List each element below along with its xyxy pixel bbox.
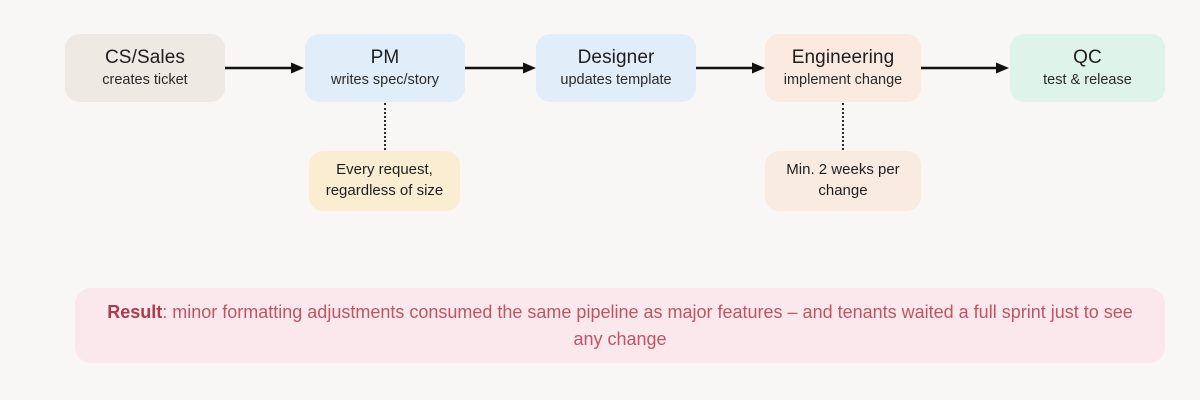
stage-title-designer: Designer [577,46,655,68]
stage-subtitle-cs-sales: creates ticket [102,71,188,88]
note-line-1: Every request, [336,161,433,179]
stage-title-engineering: Engineering [791,46,895,68]
result-description: minor formatting adjustments consumed th… [172,301,1133,349]
arrow-designer-to-engineering [696,62,765,74]
stage-box-pm[interactable]: PM writes spec/story [305,34,465,102]
note-line-1: Min. 2 weeks per [786,161,900,179]
arrow-engineering-to-qc [921,62,1009,74]
arrow-cs-sales-to-pm [225,62,304,74]
arrow-pm-to-designer [465,62,536,74]
result-separator: : [162,301,173,322]
stage-box-engineering[interactable]: Engineering implement change [765,34,921,102]
note-text-every-request: Every request, regardless of size [326,160,444,201]
note-line-2: change [818,182,868,199]
stage-subtitle-qc: test & release [1043,71,1132,88]
result-banner: Result: minor formatting adjustments con… [75,288,1165,363]
stage-subtitle-designer: updates template [560,71,672,88]
result-banner-text: Result: minor formatting adjustments con… [101,299,1139,353]
stage-box-cs-sales[interactable]: CS/Sales creates ticket [65,34,225,102]
note-box-every-request[interactable]: Every request, regardless of size [309,151,460,211]
stage-title-pm: PM [370,46,400,68]
stage-box-designer[interactable]: Designer updates template [536,34,696,102]
result-label: Result [107,301,163,322]
note-text-min-two-weeks: Min. 2 weeks per change [786,160,899,201]
stage-subtitle-pm: writes spec/story [331,71,439,88]
stage-box-qc[interactable]: QC test & release [1010,34,1165,102]
connector-engineering-to-note [842,103,844,150]
stage-title-qc: QC [1073,46,1102,68]
stage-title-cs-sales: CS/Sales [104,46,185,68]
note-box-min-two-weeks[interactable]: Min. 2 weeks per change [765,151,921,211]
connector-pm-to-note [384,103,386,150]
stage-subtitle-engineering: implement change [783,71,903,88]
note-line-2: regardless of size [325,182,444,199]
